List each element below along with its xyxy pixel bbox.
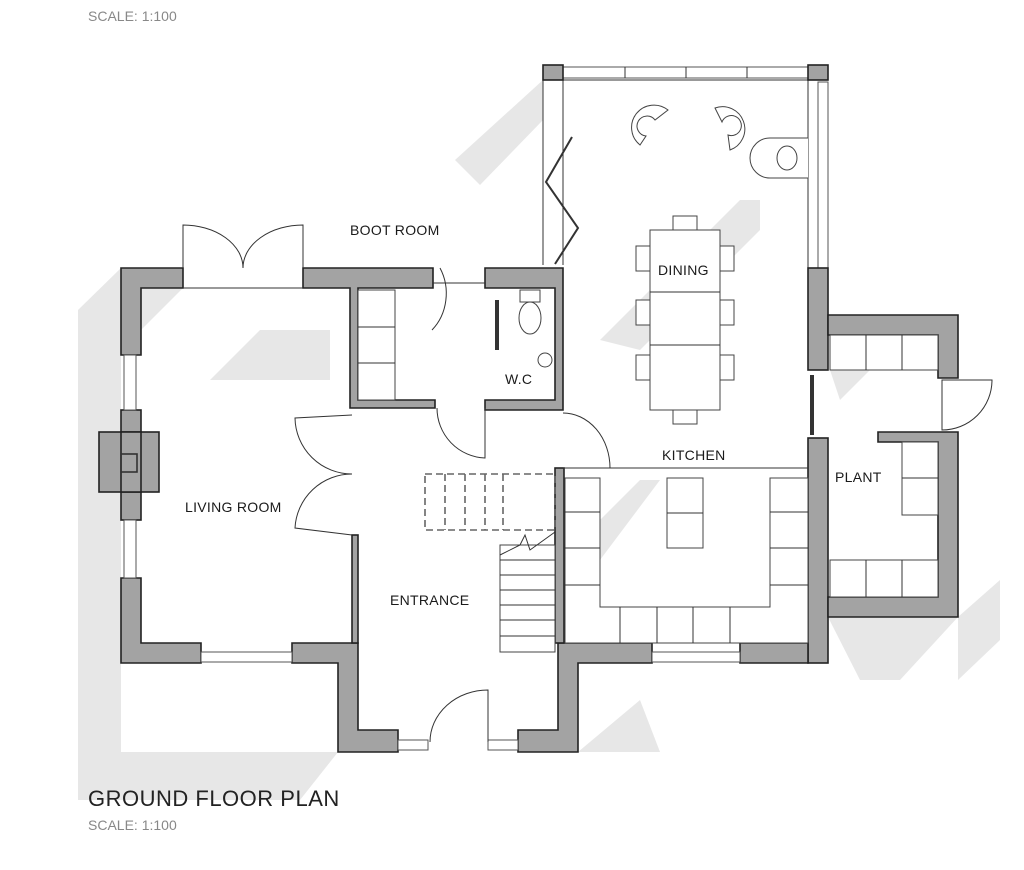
- boot-room-door-swing: [431, 267, 447, 331]
- windows: [123, 282, 741, 751]
- scale-label: SCALE: 1:100: [88, 817, 177, 833]
- furniture: [357, 104, 939, 644]
- label-kitchen: KITCHEN: [662, 447, 726, 463]
- chimney-breast: [98, 431, 160, 493]
- staircase: [424, 473, 556, 653]
- label-boot-room: BOOT ROOM: [350, 222, 440, 238]
- shadow-layer: [78, 80, 1000, 800]
- scale-label-top: SCALE: 1:100: [88, 8, 177, 24]
- label-plant: PLANT: [835, 469, 882, 485]
- label-wc: W.C: [505, 371, 532, 387]
- label-dining: DINING: [658, 262, 709, 278]
- sunroom-glazing: [542, 66, 829, 269]
- label-living-room: LIVING ROOM: [185, 499, 282, 515]
- label-entrance: ENTRANCE: [390, 592, 469, 608]
- plan-title: GROUND FLOOR PLAN: [88, 786, 340, 811]
- doors: [182, 136, 993, 743]
- room-labels: BOOT ROOM W.C DINING KITCHEN PLANT LIVIN…: [185, 222, 882, 608]
